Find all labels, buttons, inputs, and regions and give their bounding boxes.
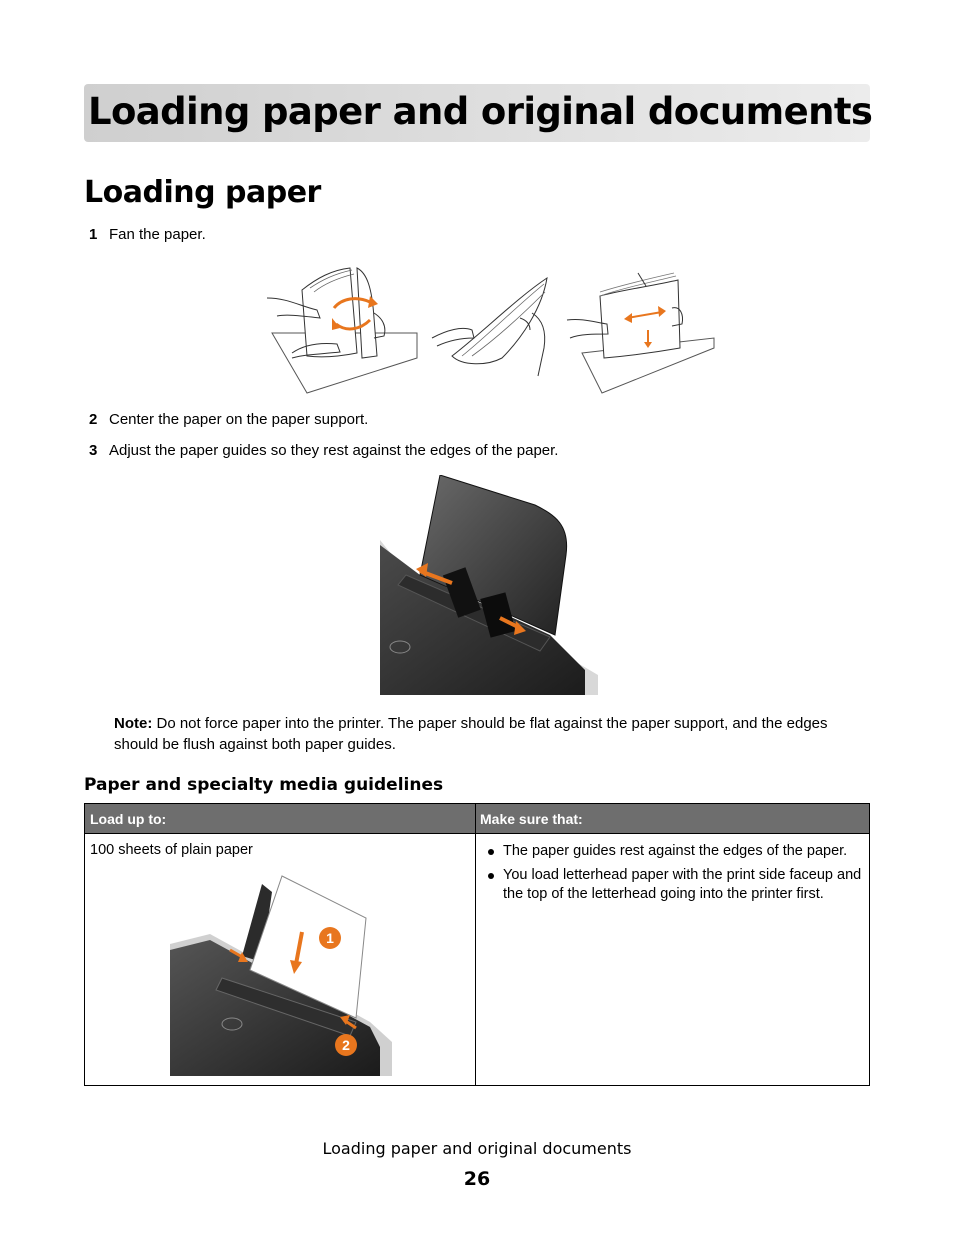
callout-1 bbox=[319, 927, 341, 949]
table-header-load: Load up to: bbox=[90, 811, 167, 827]
step-3-number: 3 bbox=[89, 442, 98, 459]
step-1-number: 1 bbox=[89, 226, 98, 243]
page-number: 26 bbox=[463, 1168, 491, 1190]
footer-title: Loading paper and original documents bbox=[322, 1139, 632, 1158]
load-capacity-text: 100 sheets of plain paper bbox=[90, 842, 253, 858]
callout-2 bbox=[335, 1034, 357, 1056]
note-label: Note: bbox=[114, 715, 153, 732]
callout-2-label: 2 bbox=[342, 1037, 350, 1053]
table-header-make-sure: Make sure that: bbox=[480, 811, 583, 827]
chapter-title: Loading paper and original documents bbox=[88, 90, 873, 133]
subsection-title: Paper and specialty media guidelines bbox=[84, 775, 444, 795]
column-divider bbox=[475, 804, 476, 1085]
list-item: You load letterhead paper with the print… bbox=[475, 866, 867, 905]
step-1-text: Fan the paper. bbox=[109, 226, 206, 243]
section-title: Loading paper bbox=[84, 175, 321, 210]
step-3-text: Adjust the paper guides so they rest aga… bbox=[109, 442, 559, 459]
chapter-banner bbox=[84, 84, 870, 142]
step-2-text: Center the paper on the paper support. bbox=[109, 411, 369, 428]
note: Note: Do not force paper into the printe… bbox=[114, 713, 866, 755]
list-item: The paper guides rest against the edges … bbox=[475, 842, 867, 862]
step-2-number: 2 bbox=[89, 411, 98, 428]
printer-paper-guides-illustration bbox=[380, 475, 598, 695]
media-guidelines-table: Load up to: Make sure that: 100 sheets o… bbox=[84, 803, 870, 1086]
guideline-list: The paper guides rest against the edges … bbox=[475, 842, 867, 909]
fan-paper-illustration bbox=[266, 267, 715, 394]
callout-1-label: 1 bbox=[326, 930, 334, 946]
loaded-printer-illustration: 1 2 bbox=[170, 875, 392, 1076]
note-text: Do not force paper into the printer. The… bbox=[114, 715, 828, 753]
table-header-row: Load up to: Make sure that: bbox=[85, 804, 869, 834]
